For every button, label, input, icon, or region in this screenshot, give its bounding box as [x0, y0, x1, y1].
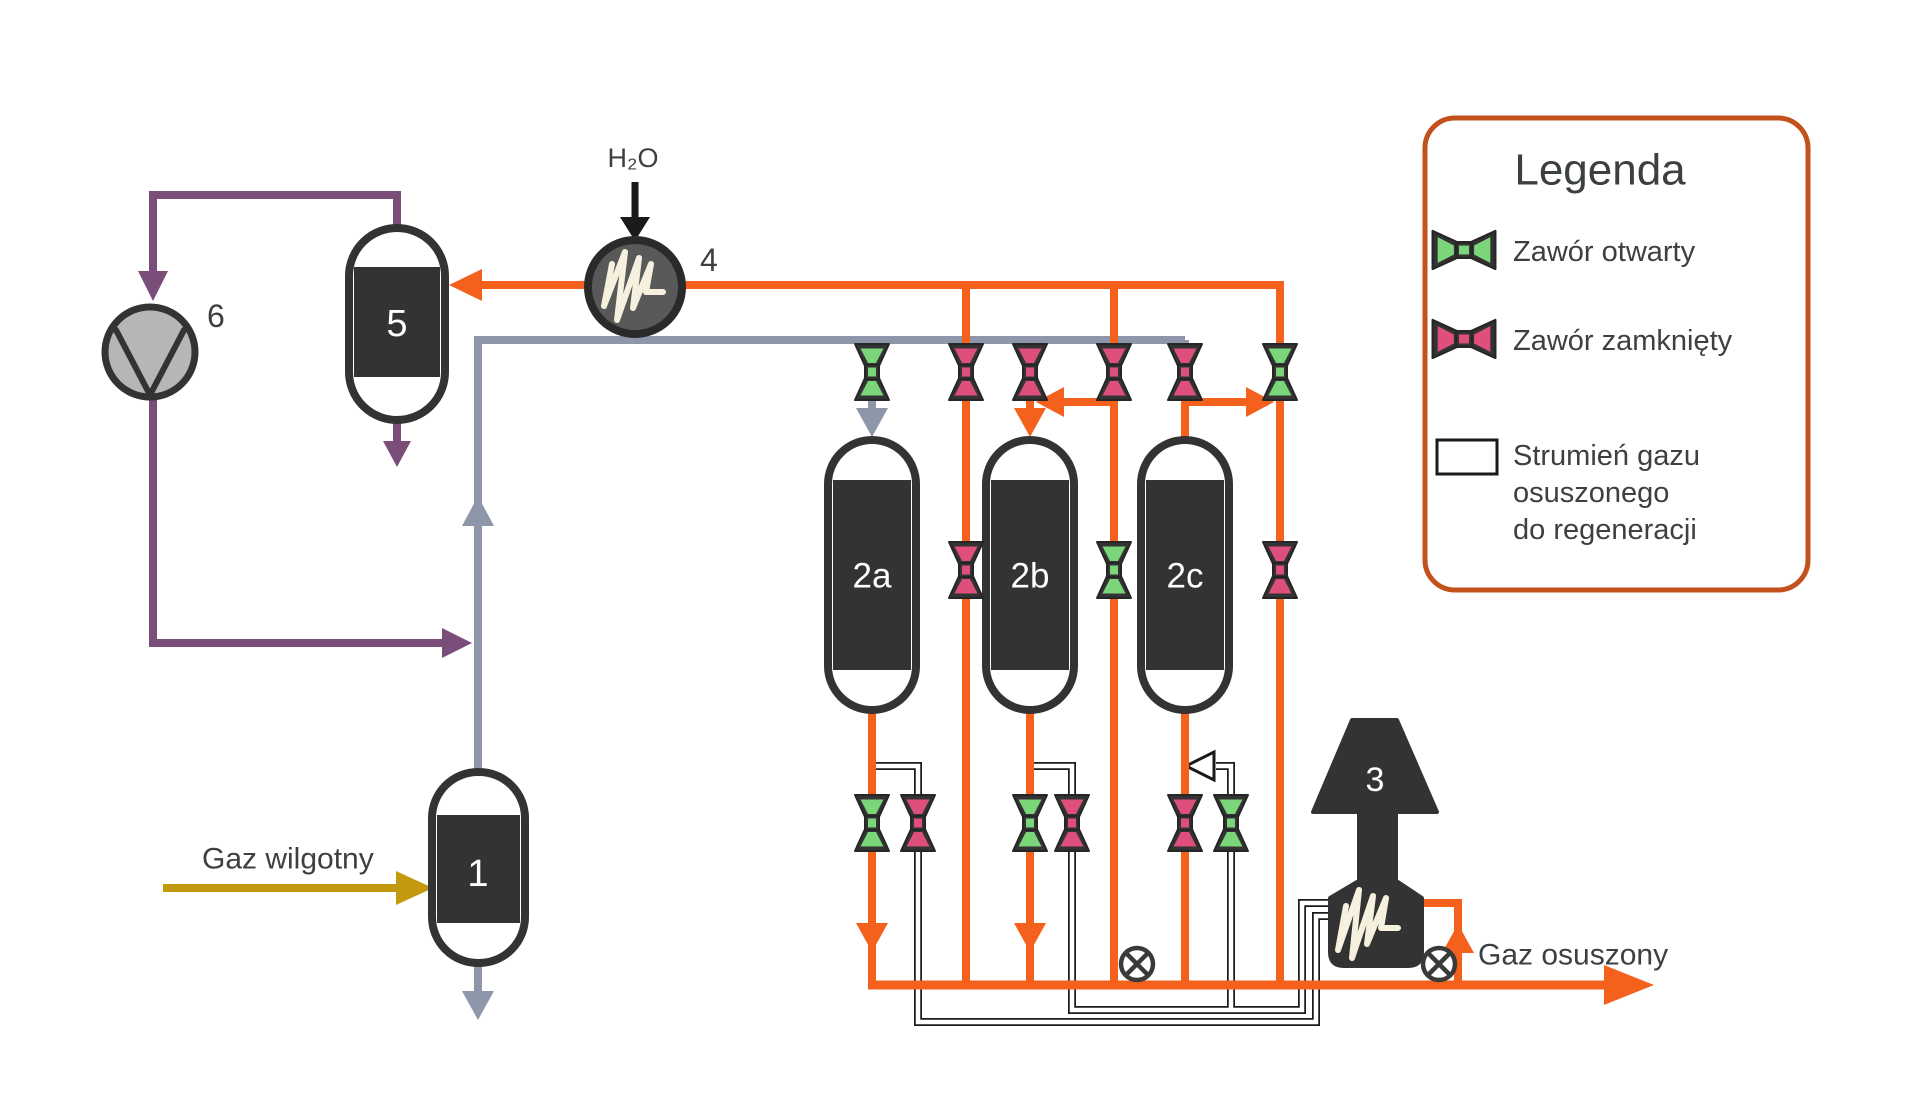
water-arrow: [620, 217, 650, 241]
recycle-gas-lines: [138, 191, 472, 658]
valve-bypass-a-mid: [948, 541, 984, 599]
valve-bypass-c-mid: [1262, 541, 1298, 599]
valve-2c-regen: [1213, 794, 1249, 852]
orifice-fitting-right: [1420, 945, 1458, 983]
compressor-6-label: 6: [207, 298, 225, 334]
legend: Legenda Zawór otwarty Zawór zamknięty St…: [1422, 115, 1811, 593]
valve-2b-inlet: [1012, 343, 1048, 401]
legend-stream-line1: Strumień gazu: [1513, 440, 1700, 472]
legend-closed-valve-icon: [1431, 318, 1497, 360]
to-2b-left-arrow: [1036, 387, 1064, 417]
valve-2c-inlet: [1167, 343, 1203, 401]
dry-gas-label: Gaz osuszony: [1478, 939, 1668, 972]
into-separator5-arrow: [449, 269, 482, 301]
cooler-4: 4: [584, 236, 718, 338]
legend-title: Legenda: [1514, 146, 1686, 195]
water-inlet: [620, 182, 650, 241]
adsorber-2a: 2a: [824, 436, 920, 714]
feed-arrow: [396, 871, 433, 905]
water-label: H₂O: [608, 143, 659, 173]
legend-open-valve-icon: [1431, 229, 1497, 271]
legend-stream-line3: do regeneracji: [1513, 514, 1697, 546]
valve-regen-return-top: [1262, 343, 1298, 401]
regen-return-right-arrow: [1246, 387, 1274, 417]
cooler-4-label: 4: [700, 242, 718, 278]
adsorber-2b-label: 2b: [1011, 557, 1050, 596]
valve-2a-outlet: [854, 794, 890, 852]
orifice-fitting-left: [1118, 945, 1156, 983]
adsorber-2c: 2c: [1137, 436, 1233, 714]
valve-bypass-a-top: [948, 343, 984, 401]
separator1-drain-arrow: [462, 991, 494, 1020]
separator-5: 5: [345, 224, 449, 424]
legend-stream-line2: osuszonego: [1513, 477, 1669, 509]
valve-2c-outlet: [1167, 794, 1203, 852]
legend-open-valve-label: Zawór otwarty: [1513, 236, 1696, 268]
legend-white-stream-icon: [1435, 438, 1499, 476]
legend-closed-valve-label: Zawór zamknięty: [1513, 325, 1733, 357]
separator-1: 1: [428, 768, 529, 967]
valve-2b-outlet: [1012, 794, 1048, 852]
adsorber-2a-label: 2a: [853, 557, 892, 596]
dry-gas-out-arrow: [1604, 965, 1654, 1005]
heater-3-label: 3: [1366, 761, 1385, 799]
2a-product-arrow: [856, 923, 888, 952]
separator5-drain-arrow: [383, 441, 411, 467]
into-2a-arrow: [856, 408, 888, 437]
2b-product-arrow: [1014, 923, 1046, 952]
separator-5-label: 5: [386, 303, 407, 345]
valve-layer: [854, 343, 1298, 852]
separator-1-label: 1: [467, 853, 488, 895]
compressor-6: 6: [101, 298, 225, 401]
recycle-join-arrow: [442, 628, 472, 658]
valve-2a-inlet: [854, 343, 890, 401]
valve-2a-regen: [900, 794, 936, 852]
regen-into-2c-arrow: [1182, 749, 1216, 783]
into-compressor-arrow: [138, 271, 168, 301]
wet-gas-up-arrow: [462, 496, 494, 526]
into-2b-arrow: [1014, 408, 1046, 437]
regeneration-stream-lines: [874, 749, 1340, 1026]
wet-gas-feed: [163, 871, 433, 905]
adsorber-2c-label: 2c: [1167, 557, 1204, 596]
adsorber-2b: 2b: [982, 436, 1078, 714]
valve-bypass-b-top: [1096, 343, 1132, 401]
to-heater-up-arrow: [1442, 924, 1474, 953]
valve-2b-regen: [1054, 794, 1090, 852]
regeneration-heater-3: 3: [1311, 718, 1439, 968]
valve-bypass-b-mid: [1096, 541, 1132, 599]
wet-gas-label: Gaz wilgotny: [202, 843, 374, 876]
